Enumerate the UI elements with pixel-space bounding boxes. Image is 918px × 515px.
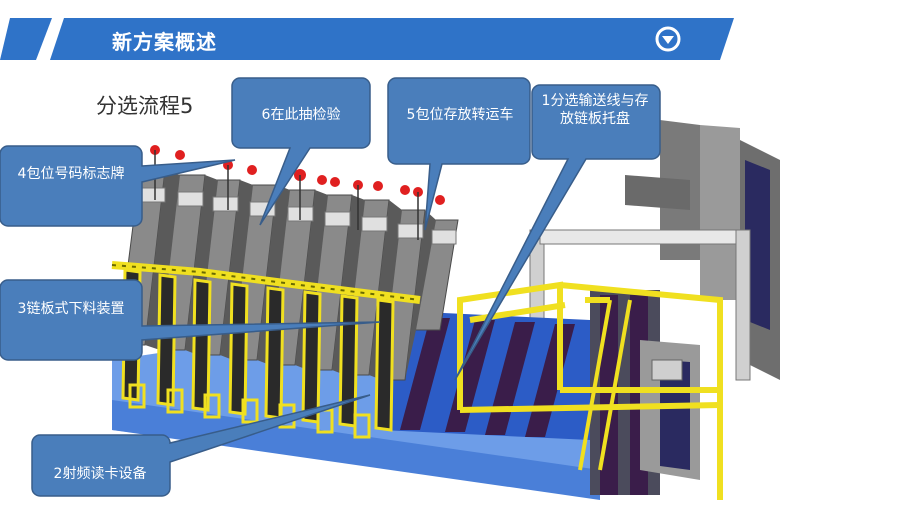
callout-5-label: 5包位存放转运车 <box>406 107 514 123</box>
header-banner <box>0 18 734 60</box>
callout-6-label: 6在此抽检验 <box>261 107 341 123</box>
callout-2-bubble <box>31 394 371 497</box>
header-title: 新方案概述 <box>112 30 217 54</box>
callout-4-bubble <box>0 145 236 227</box>
callout-2-label: 2射频读卡设备 <box>53 466 147 482</box>
callout-1-bubble <box>454 84 661 381</box>
section-title: 分选流程5 <box>96 94 194 118</box>
callout-4-label: 4包位号码标志牌 <box>17 166 125 182</box>
callout-6-bubble <box>231 77 371 226</box>
callout-3-bubble <box>0 279 381 361</box>
callout-5-bubble <box>387 77 531 231</box>
chevron-down-circle-icon[interactable] <box>654 25 682 53</box>
callout-1-label: 1分选输送线与存放链板托盘 <box>541 93 649 127</box>
callout-3-label: 3链板式下料装置 <box>17 301 125 317</box>
